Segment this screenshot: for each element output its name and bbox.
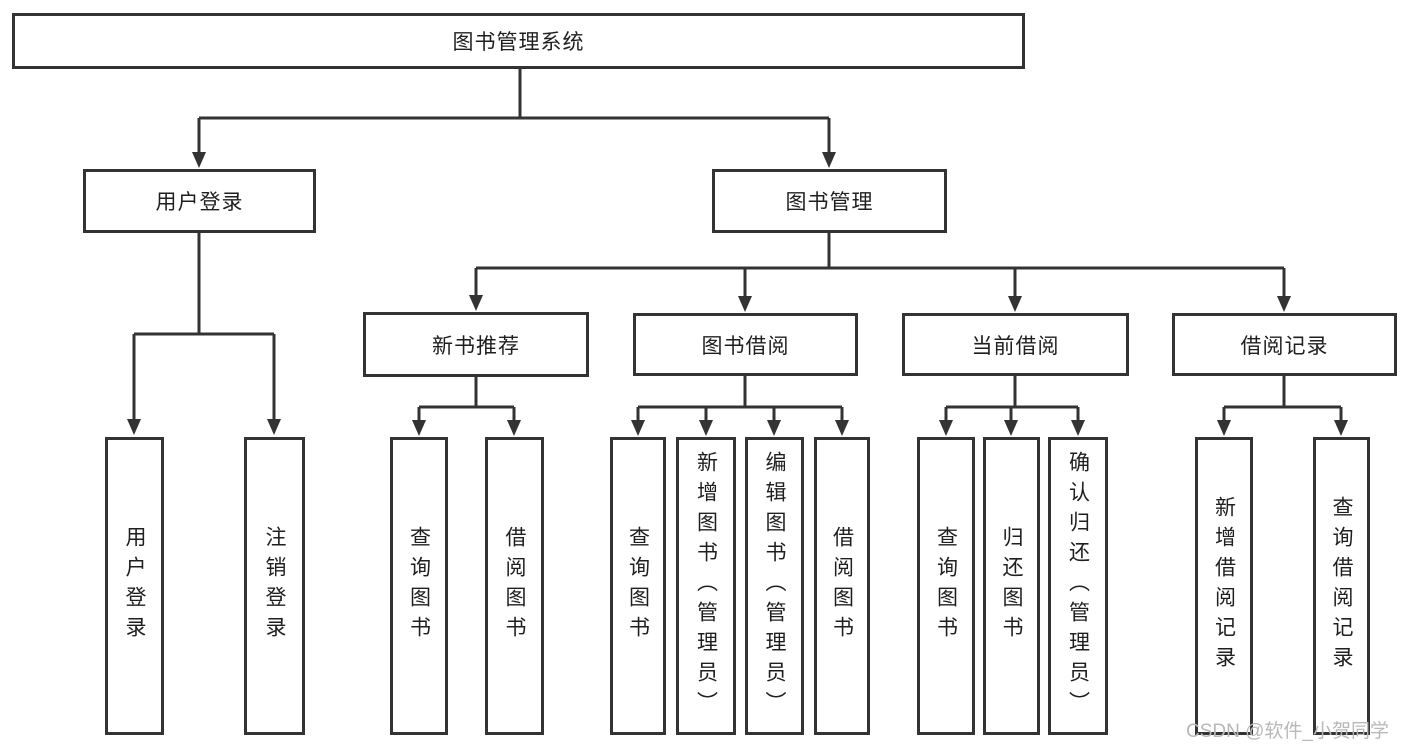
leaf-label: 查询图书 bbox=[407, 526, 431, 646]
leaf-label: 查询图书 bbox=[626, 526, 650, 646]
leaf-add-borrow-record: 新增借阅记录 bbox=[1195, 437, 1253, 735]
leaf-return-books: 归还图书 bbox=[983, 437, 1040, 735]
leaf-label: 确认归还（管理员） bbox=[1066, 451, 1090, 721]
leaf-borrow-books-recommend: 借阅图书 bbox=[485, 437, 544, 735]
node-current-borrowing: 当前借阅 bbox=[902, 313, 1129, 376]
leaf-label: 用户登录 bbox=[123, 526, 146, 646]
leaf-label: 查询借阅记录 bbox=[1330, 496, 1353, 676]
leaf-query-borrow-record: 查询借阅记录 bbox=[1313, 437, 1370, 735]
leaf-label: 查询图书 bbox=[934, 526, 958, 646]
leaf-label: 编辑图书（管理员） bbox=[763, 451, 786, 721]
leaf-query-books-borrowing: 查询图书 bbox=[610, 437, 666, 735]
node-user-login: 用户登录 bbox=[83, 169, 316, 233]
leaf-query-books-recommend: 查询图书 bbox=[390, 437, 448, 735]
csdn-watermark: CSDN @软件_小贺同学 bbox=[1186, 721, 1389, 742]
leaf-label: 借阅图书 bbox=[830, 526, 854, 646]
node-root-system: 图书管理系统 bbox=[12, 13, 1025, 69]
leaf-edit-book-admin: 编辑图书（管理员） bbox=[745, 437, 804, 735]
node-book-management: 图书管理 bbox=[712, 169, 947, 233]
node-borrowing-records: 借阅记录 bbox=[1172, 313, 1397, 376]
leaf-confirm-return-admin: 确认归还（管理员） bbox=[1048, 437, 1108, 735]
leaf-label: 借阅图书 bbox=[503, 526, 526, 646]
leaf-user-login: 用户登录 bbox=[105, 437, 164, 735]
leaf-label: 新增图书（管理员） bbox=[694, 451, 718, 721]
node-new-book-recommendation: 新书推荐 bbox=[363, 312, 589, 377]
node-book-borrowing: 图书借阅 bbox=[633, 313, 858, 376]
leaf-logout: 注销登录 bbox=[244, 437, 305, 735]
leaf-label: 新增借阅记录 bbox=[1212, 496, 1236, 676]
leaf-label: 归还图书 bbox=[1000, 526, 1023, 646]
leaf-add-book-admin: 新增图书（管理员） bbox=[676, 437, 736, 735]
leaf-label: 注销登录 bbox=[263, 526, 286, 646]
leaf-query-books-current: 查询图书 bbox=[917, 437, 975, 735]
leaf-borrow-books-borrowing: 借阅图书 bbox=[814, 437, 870, 735]
